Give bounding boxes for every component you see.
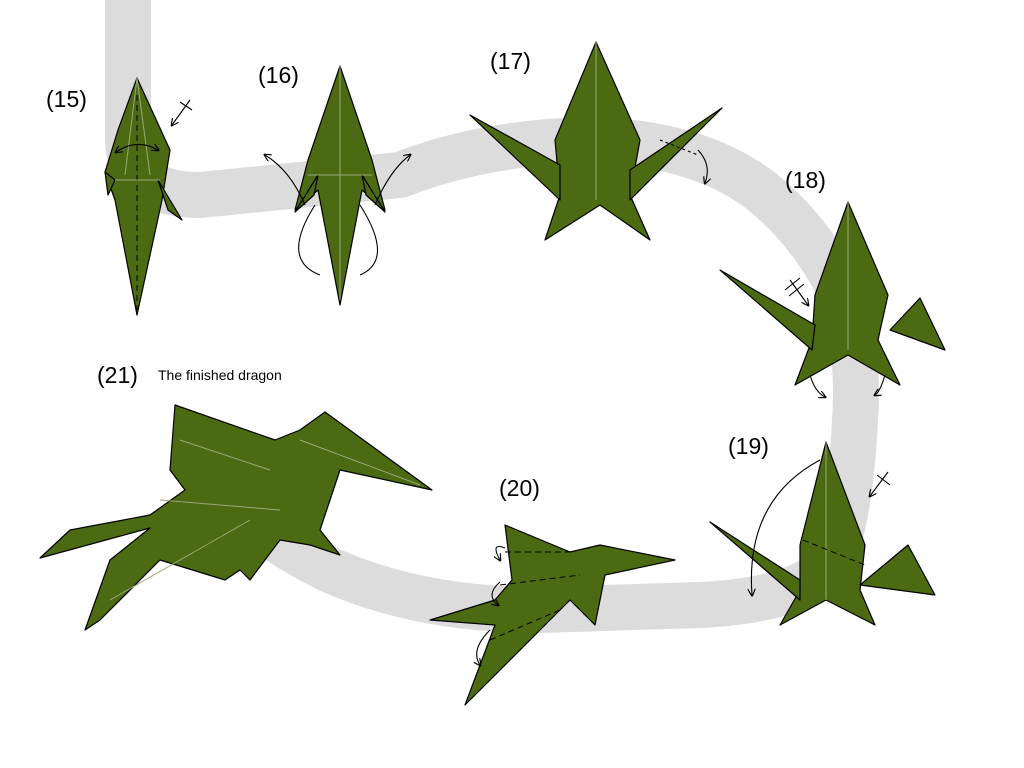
step-18-label: (18) (785, 167, 826, 193)
step-15-label: (15) (46, 86, 87, 112)
step-15-figure (104, 77, 193, 316)
step-20-figure (429, 524, 676, 706)
step-21-caption: The finished dragon (158, 367, 282, 383)
step-18-figure (719, 201, 946, 397)
step-19-label: (19) (728, 433, 769, 459)
step-16-label: (16) (258, 62, 299, 88)
step-21-figure (39, 404, 433, 631)
step-17-label: (17) (490, 48, 531, 74)
step-21-label: (21) (97, 362, 138, 388)
step-20-label: (20) (499, 475, 540, 501)
step-16-figure (265, 65, 410, 306)
step-17-figure (469, 41, 723, 241)
step-19-figure (709, 441, 936, 626)
